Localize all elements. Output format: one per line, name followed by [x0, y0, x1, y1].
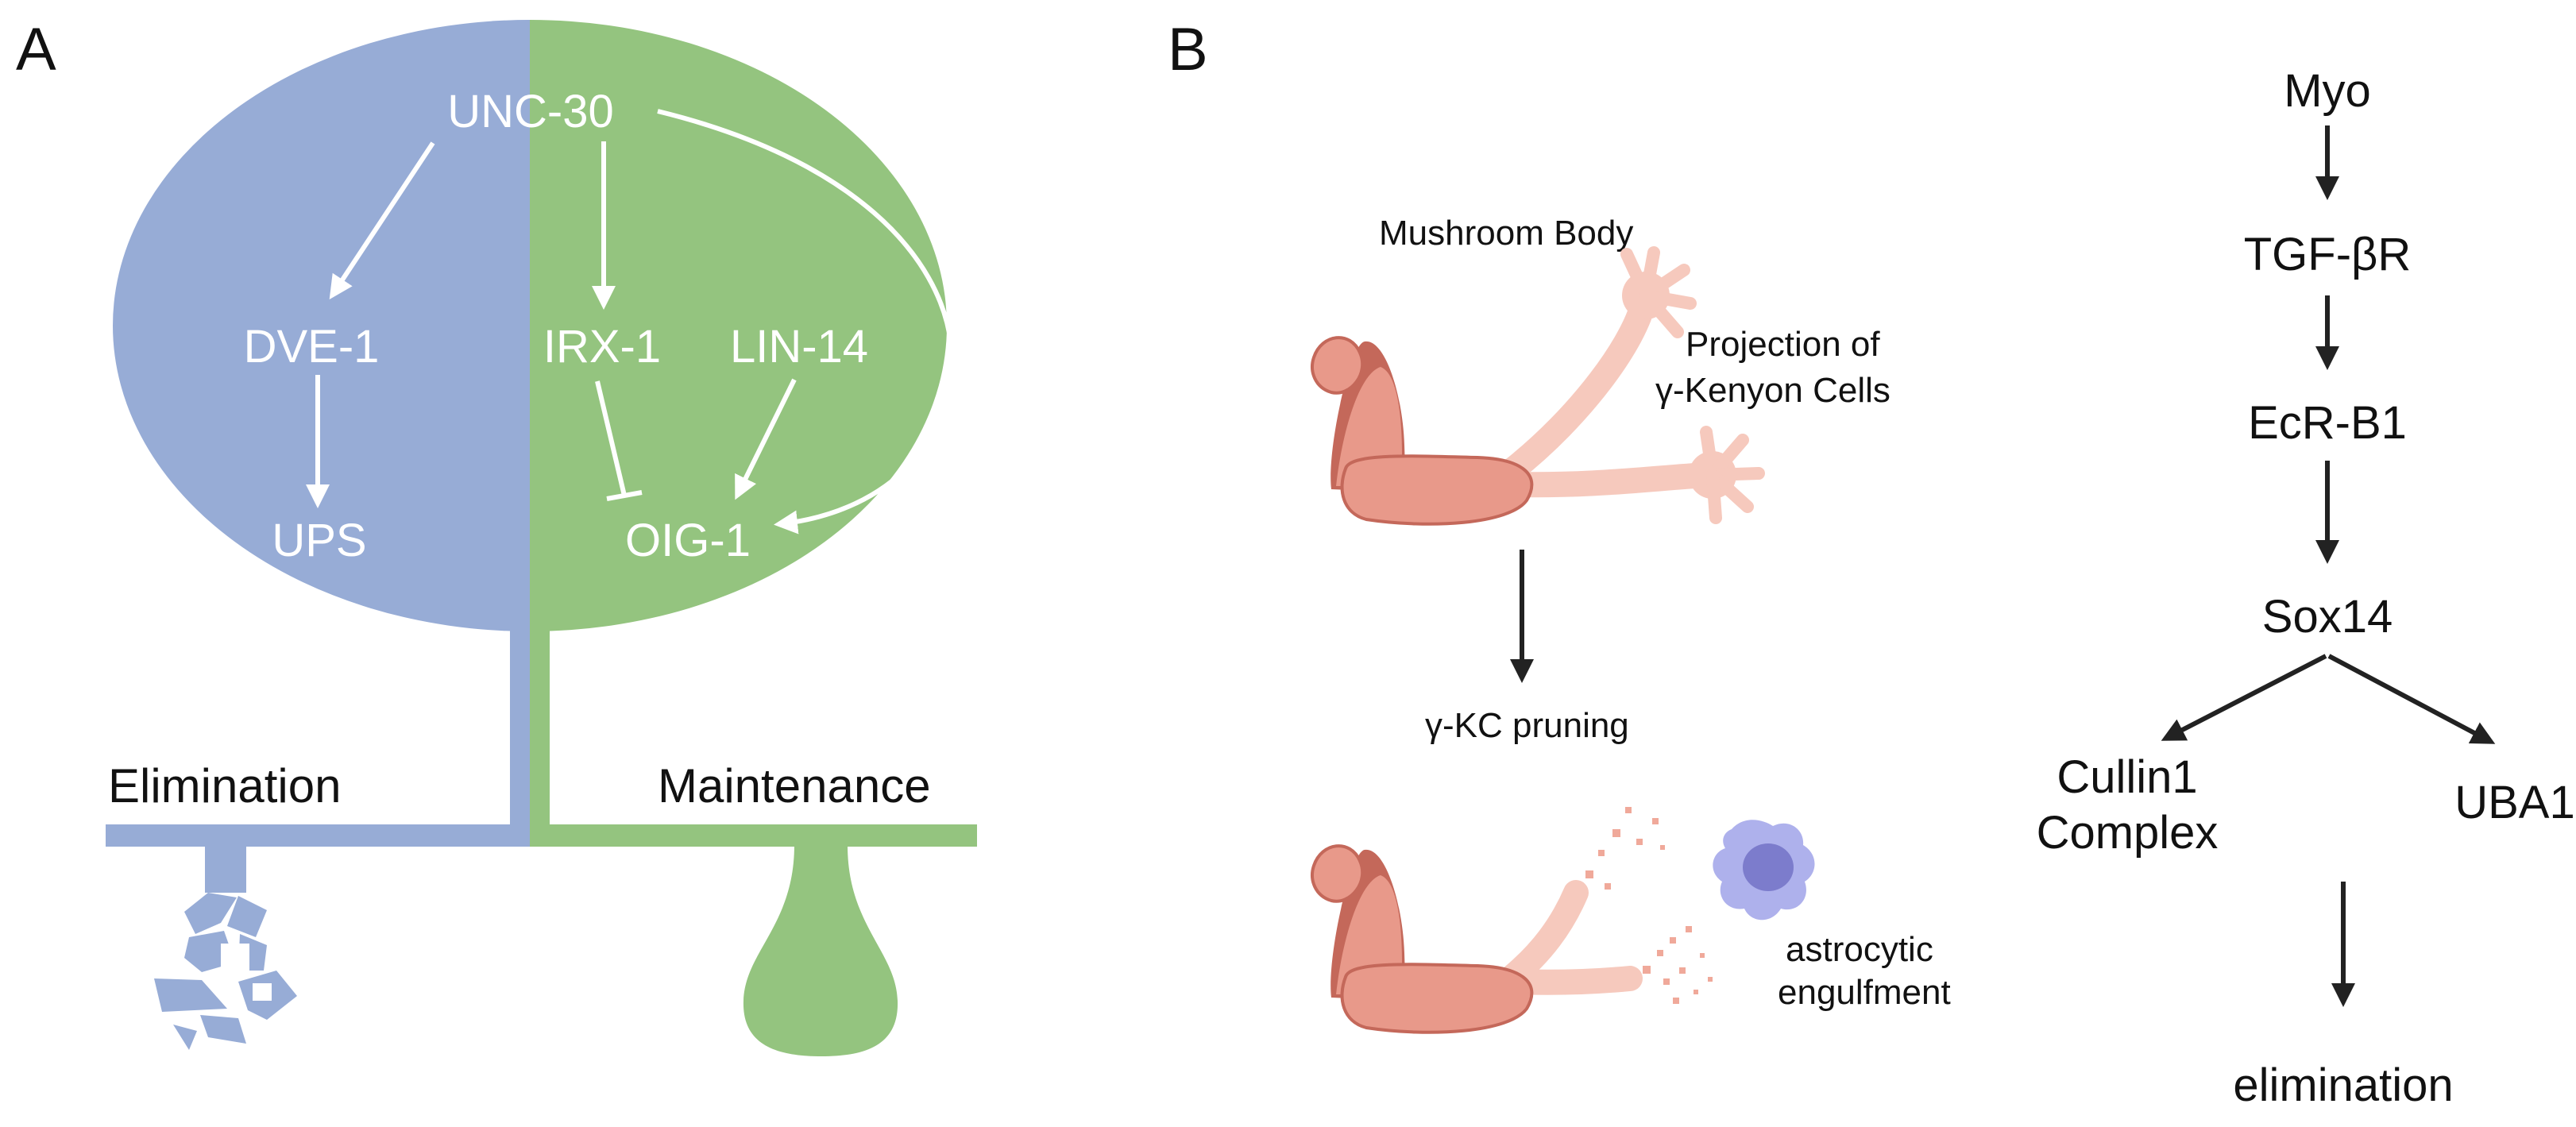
- intact-synapse-icon: [743, 845, 898, 1056]
- node-unc30: UNC-30: [447, 86, 614, 137]
- arrow-sox14-cullin: [2161, 654, 2327, 741]
- mushroom-body-label: Mushroom Body: [1379, 214, 1633, 253]
- signaling-pathway: Myo TGF-βR EcR-B1 Sox14 Cullin1 Complex …: [2037, 65, 2575, 1111]
- arrow-unc30-dve1: [329, 141, 435, 300]
- pathway-node-tgf: TGF-βR: [2244, 229, 2412, 280]
- pathway-node-uba1: UBA1: [2454, 777, 2575, 828]
- panel-b-label: B: [1168, 16, 1208, 83]
- maintenance-bar: [530, 824, 977, 847]
- projection-label-line1: Projection of: [1686, 325, 1880, 364]
- mushroom-body-illustration: [1311, 246, 1765, 526]
- engulf-label-line2: engulfment: [1778, 973, 1951, 1012]
- axon-terminal-upper: [1620, 246, 1697, 338]
- maintenance-label: Maintenance: [658, 759, 931, 812]
- panel-a: A UNC-30 DVE-1 U: [16, 16, 977, 1056]
- axon-stem-blue: [510, 619, 530, 828]
- panel-a-arrows: [306, 109, 955, 535]
- axon-stem-green: [530, 619, 550, 828]
- node-ups: UPS: [272, 515, 366, 566]
- pathway-node-cullin-line2: Complex: [2037, 807, 2219, 859]
- arrow-sox14-uba1: [2327, 654, 2496, 744]
- elimination-label: Elimination: [108, 759, 341, 812]
- pathway-node-myo: Myo: [2284, 65, 2371, 117]
- node-lin14: LIN-14: [730, 321, 868, 372]
- node-dve1: DVE-1: [244, 321, 380, 372]
- arrow-lin14-oig1: [735, 378, 797, 500]
- inhibit-irx1-oig1: [595, 380, 627, 496]
- pruned-mushroom-body-illustration: [1311, 807, 1713, 1034]
- panel-b: B Mushroom Body: [1168, 16, 2575, 1111]
- pathway-node-elimination: elimination: [2233, 1059, 2453, 1111]
- node-oig1: OIG-1: [625, 515, 751, 566]
- pruning-label: γ-KC pruning: [1425, 706, 1629, 745]
- pathway-node-ecr: EcR-B1: [2248, 397, 2407, 449]
- inhibit-bar: [606, 490, 643, 501]
- arrow-unc30-oig1: [657, 109, 955, 535]
- node-irx1: IRX-1: [543, 321, 661, 372]
- engulf-label-line1: astrocytic: [1786, 930, 1933, 969]
- axon-terminal-lower: [1689, 426, 1765, 524]
- astrocyte-icon: [1713, 820, 1815, 921]
- panel-a-label: A: [16, 16, 56, 83]
- pathway-node-cullin-line1: Cullin1: [2057, 751, 2197, 803]
- pathway-node-sox14: Sox14: [2262, 591, 2393, 643]
- projection-label-line2: γ-Kenyon Cells: [1655, 371, 1890, 410]
- elimination-bar: [106, 824, 530, 847]
- axon-fragments: [1585, 807, 1713, 1004]
- broken-synapse-icon: [154, 845, 297, 1050]
- cell-body-ellipse: [113, 20, 947, 631]
